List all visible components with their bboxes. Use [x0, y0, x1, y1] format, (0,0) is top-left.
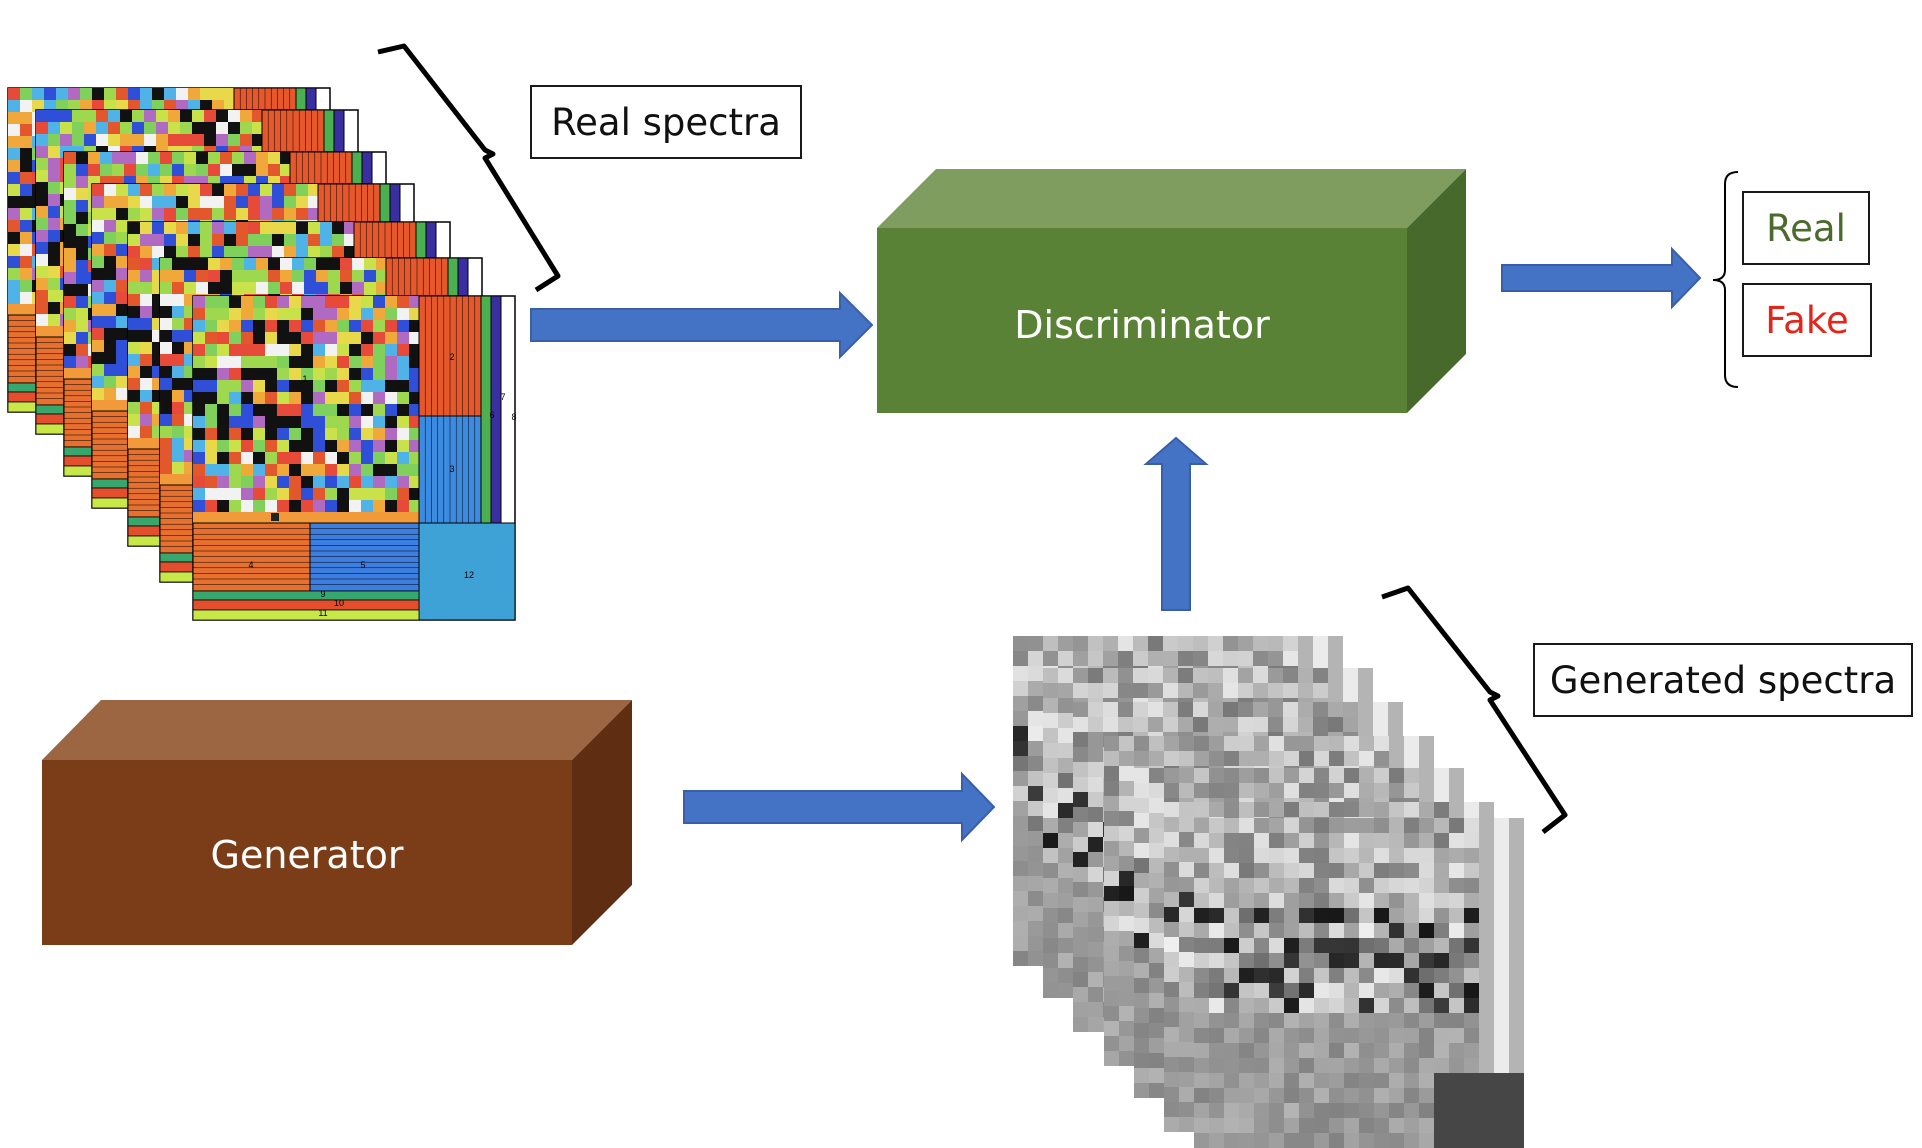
- output-brace: [1712, 171, 1739, 388]
- real-spectra-brace: [377, 43, 561, 293]
- generated-spectrum-sheet: [1194, 818, 1524, 1148]
- real-spectrum-segment-number: 1: [302, 374, 307, 384]
- generated-spectra-stack: [1013, 636, 1524, 1148]
- output-fake-label: Fake: [1742, 283, 1872, 357]
- real-spectrum-segment-number: 12: [464, 570, 474, 580]
- real-spectrum-segment-number: 9: [320, 589, 325, 599]
- real-to-discriminator-arrow: [530, 290, 874, 360]
- real-spectrum-segment-number: 8: [511, 412, 516, 422]
- discriminator-front-face: [877, 228, 1407, 413]
- real-spectrum-segment-number: 7: [500, 392, 505, 402]
- discriminator-top-face: [877, 169, 1466, 228]
- output-real-label: Real: [1742, 191, 1870, 265]
- real-spectrum-segment-number: 3: [449, 464, 454, 474]
- generator-top-face: [42, 700, 632, 760]
- discriminator-to-output-arrow: [1501, 246, 1702, 310]
- discriminator-side-face: [1407, 169, 1466, 413]
- generator-side-face: [572, 700, 632, 945]
- generated-to-discriminator-arrow: [1143, 436, 1209, 611]
- generator-front-face: [42, 760, 572, 945]
- generated-spectra-brace: [1381, 585, 1568, 834]
- real-spectrum-segment-number: 2: [449, 352, 454, 362]
- generated-spectra-label: Generated spectra: [1533, 643, 1913, 717]
- real-spectrum-segment-number: 11: [318, 608, 327, 618]
- discriminator-block: [877, 169, 1466, 413]
- generator-to-generated-arrow: [683, 771, 996, 843]
- real-spectrum-segment-number: 5: [360, 560, 365, 570]
- generator-block: [42, 700, 632, 945]
- real-spectra-label: Real spectra: [530, 85, 802, 159]
- real-spectrum-segment-number: 4: [248, 560, 253, 570]
- discriminator-label: Discriminator: [1014, 303, 1270, 347]
- real-spectrum-segment-number: 6: [489, 410, 494, 420]
- real-spectrum-segment-number: 10: [334, 598, 344, 608]
- generator-label: Generator: [210, 833, 404, 877]
